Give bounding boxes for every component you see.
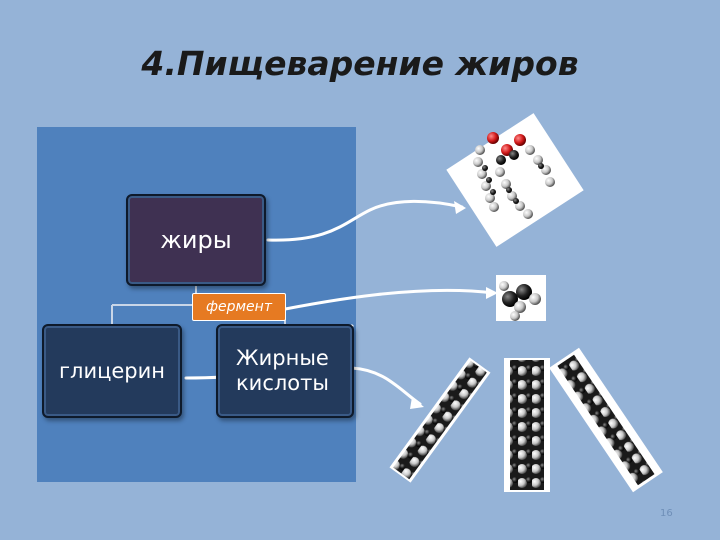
fatty-acids-box: Жирные кислоты [216, 324, 354, 418]
enzyme-label: фермент [206, 299, 272, 315]
glycerol-molecule-image [496, 275, 546, 321]
slide-title: 4.Пищеварение жиров [141, 44, 579, 83]
fats-box: жиры [126, 194, 266, 286]
enzyme-badge: фермент [192, 293, 286, 321]
fatty-acid-molecules-image [389, 347, 663, 493]
glycerol-box: глицерин [42, 324, 182, 418]
triglyceride-molecule-image [446, 113, 584, 247]
slide-number: 16 [660, 508, 673, 519]
fatty-acids-label: Жирные кислоты [236, 345, 329, 395]
glycerol-label: глицерин [58, 359, 166, 383]
fats-label: жиры [160, 226, 232, 254]
